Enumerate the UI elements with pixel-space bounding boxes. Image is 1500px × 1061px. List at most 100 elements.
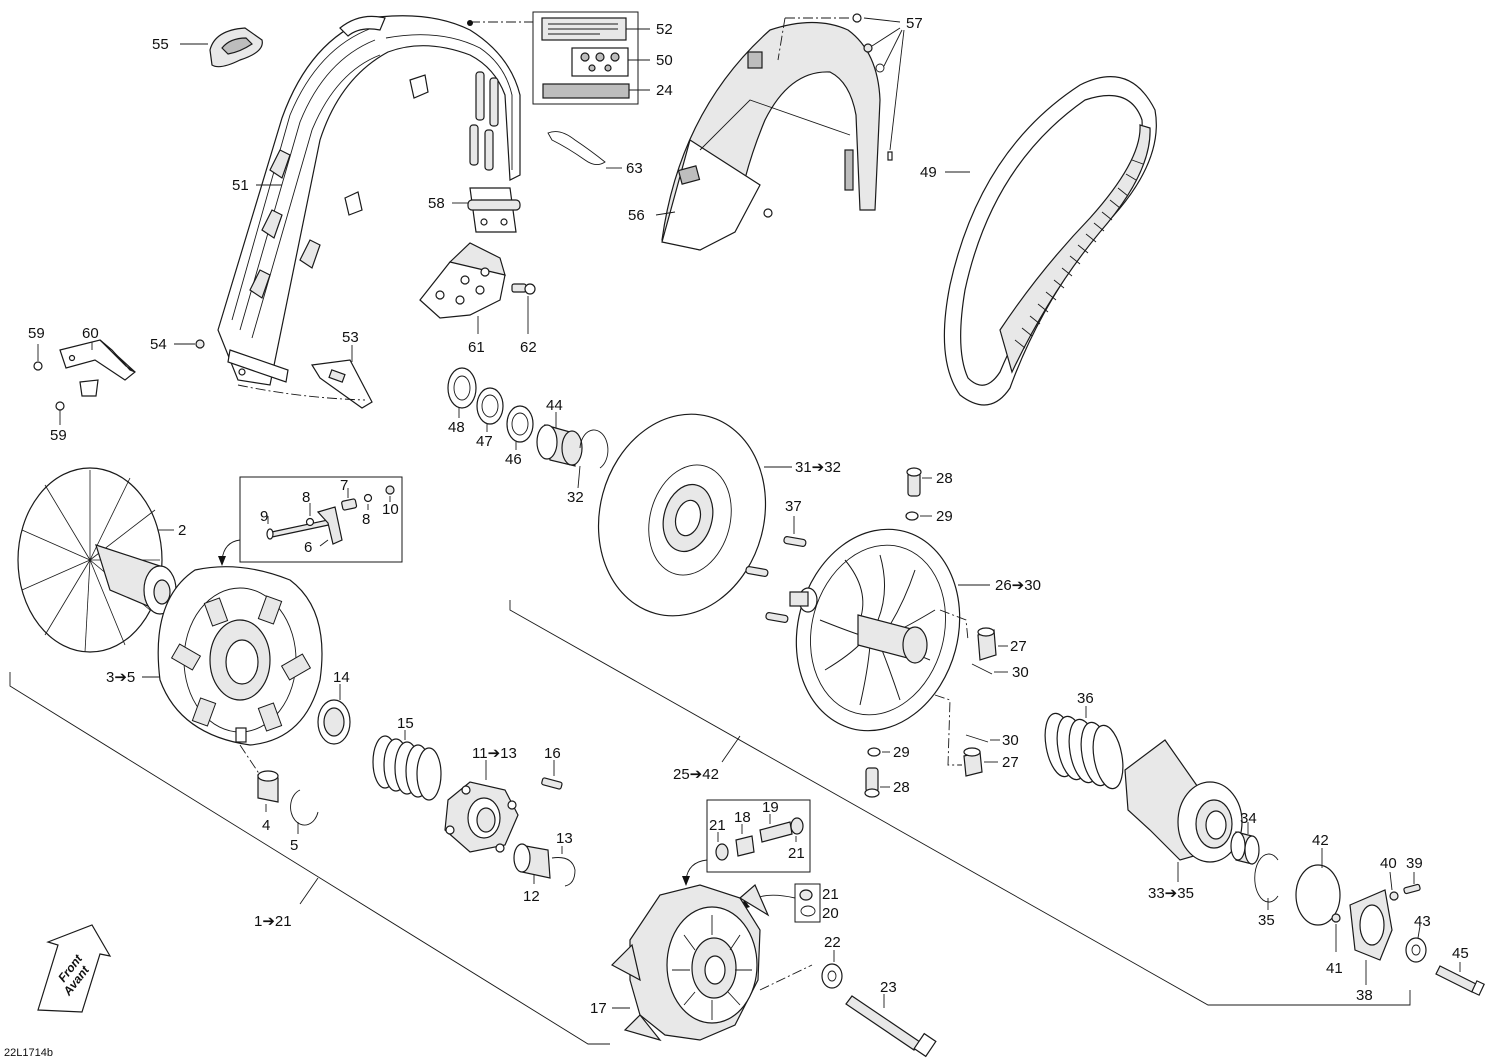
callout-26: 26➔30 <box>995 577 1041 594</box>
callout-29-a: 29 <box>936 508 953 525</box>
callout-31: 31➔32 <box>795 459 841 476</box>
callout-59-a: 59 <box>28 325 45 342</box>
pin-part-30-b: 30 <box>965 732 1019 749</box>
bolt-part-23: 23 <box>759 964 937 1058</box>
callout-11: 11➔13 <box>472 745 517 762</box>
callout-60: 60 <box>82 325 99 342</box>
callout-9: 9 <box>260 508 268 525</box>
callout-12: 12 <box>523 888 540 905</box>
callout-30-a: 30 <box>1012 664 1029 681</box>
washer-part-22: 22 <box>821 934 843 989</box>
callout-43: 43 <box>1414 913 1431 930</box>
inset-part-20-21: 21 20 <box>740 883 839 923</box>
screw-part-28-b: 28 <box>864 767 910 798</box>
callout-33: 33➔35 <box>1148 885 1194 902</box>
rivet-part-59-b: 59 <box>50 401 67 444</box>
callout-36: 36 <box>1077 690 1094 707</box>
belt-guard-part-51 <box>217 15 521 386</box>
callout-8-a: 8 <box>302 489 310 506</box>
washer-part-29-a: 29 <box>905 508 953 525</box>
callout-54: 54 <box>150 336 167 353</box>
callout-48: 48 <box>448 419 465 436</box>
callout-53: 53 <box>342 329 359 346</box>
nut-part-54: 54 <box>150 336 205 353</box>
callout-47: 47 <box>476 433 493 450</box>
callout-20: 20 <box>822 905 839 922</box>
bracket-part-61: 61 <box>419 242 506 356</box>
latch-part-60: 60 <box>59 325 136 397</box>
callout-7: 7 <box>340 477 348 494</box>
ring-part-5: 5 <box>290 789 319 854</box>
front-arrow: Front Avant <box>37 924 112 1013</box>
callout-17: 17 <box>590 1000 607 1017</box>
bushing-part-4: 4 <box>239 744 279 834</box>
grip-part-55: 55 <box>152 27 263 68</box>
drive-belt-part-49: 49 <box>920 76 1157 406</box>
callout-3: 3➔5 <box>106 669 135 686</box>
callout-14: 14 <box>333 669 350 686</box>
washer-part-29-b: 29 <box>867 744 910 761</box>
washer-part-43: 43 <box>1405 913 1431 963</box>
callout-21-c: 21 <box>822 886 839 903</box>
callout-15: 15 <box>397 715 414 732</box>
hinge-part-58: 58 <box>428 187 521 233</box>
bushing-part-34: 34 <box>1230 810 1260 865</box>
inset-part-6-10: 9 8 7 8 10 6 <box>218 476 403 566</box>
spring-part-15: 15 <box>372 715 442 801</box>
drive-fixed-sheave-part-2: 2 <box>17 467 186 653</box>
driven-fixed-sheave-part-31: 31➔32 <box>597 413 841 617</box>
washer-part-42: 42 <box>1295 832 1341 926</box>
callout-34: 34 <box>1240 810 1257 827</box>
roller-part-27-a: 27 <box>939 609 1027 661</box>
nut-part-41: 41 <box>1326 913 1343 977</box>
inset-part-18-21: 21 18 19 21 <box>682 799 811 886</box>
ring-part-35: 35 <box>1254 853 1279 929</box>
screw-part-28-a: 28 <box>906 467 953 497</box>
callout-8-b: 8 <box>362 511 370 528</box>
labels-box: 52 50 24 <box>467 11 673 105</box>
callout-50: 50 <box>656 52 673 69</box>
screw-part-16: 16 <box>541 745 563 790</box>
callout-61: 61 <box>468 339 485 356</box>
fasteners-part-57: 57 <box>777 13 923 161</box>
callout-21-a: 21 <box>709 817 726 834</box>
cam-part-33: 33➔35 <box>1124 739 1243 902</box>
callout-62: 62 <box>520 339 537 356</box>
roller-part-27-b: 27 <box>934 694 1019 777</box>
callout-21-b: 21 <box>788 845 805 862</box>
callout-16: 16 <box>544 745 561 762</box>
callout-44: 44 <box>546 397 563 414</box>
callout-24: 24 <box>656 82 673 99</box>
callout-59-b: 59 <box>50 427 67 444</box>
callout-42: 42 <box>1312 832 1329 849</box>
callout-46: 46 <box>505 451 522 468</box>
callout-32: 32 <box>567 489 584 506</box>
callout-39: 39 <box>1406 855 1423 872</box>
clip-part-63: 63 <box>547 131 643 177</box>
callout-56: 56 <box>628 207 645 224</box>
pin-part-30-a: 30 <box>971 663 1029 681</box>
callout-5: 5 <box>290 837 298 854</box>
assembly-bracket-25-42: 25➔42 <box>509 600 1411 1006</box>
callout-51: 51 <box>232 177 249 194</box>
callout-38: 38 <box>1356 987 1373 1004</box>
callout-18: 18 <box>734 809 751 826</box>
callout-22: 22 <box>824 934 841 951</box>
callout-4: 4 <box>262 817 270 834</box>
nut-part-40: 40 <box>1380 855 1399 901</box>
bushing-part-14: 14 <box>317 669 351 745</box>
driven-movable-sheave-part-26: 26➔30 <box>789 528 1041 732</box>
callout-55: 55 <box>152 36 169 53</box>
spring-part-36: 36 <box>1044 690 1124 790</box>
pins-part-37: 37 <box>745 498 807 623</box>
callout-45: 45 <box>1452 945 1469 962</box>
callout-25: 25➔42 <box>673 766 719 783</box>
ring-part-13: 13 <box>551 830 576 887</box>
callout-30-b: 30 <box>1002 732 1019 749</box>
callout-1: 1➔21 <box>254 913 292 930</box>
bolt-part-62: 62 <box>511 283 537 356</box>
callout-41: 41 <box>1326 960 1343 977</box>
callout-6: 6 <box>304 539 312 556</box>
callout-28-a: 28 <box>936 470 953 487</box>
